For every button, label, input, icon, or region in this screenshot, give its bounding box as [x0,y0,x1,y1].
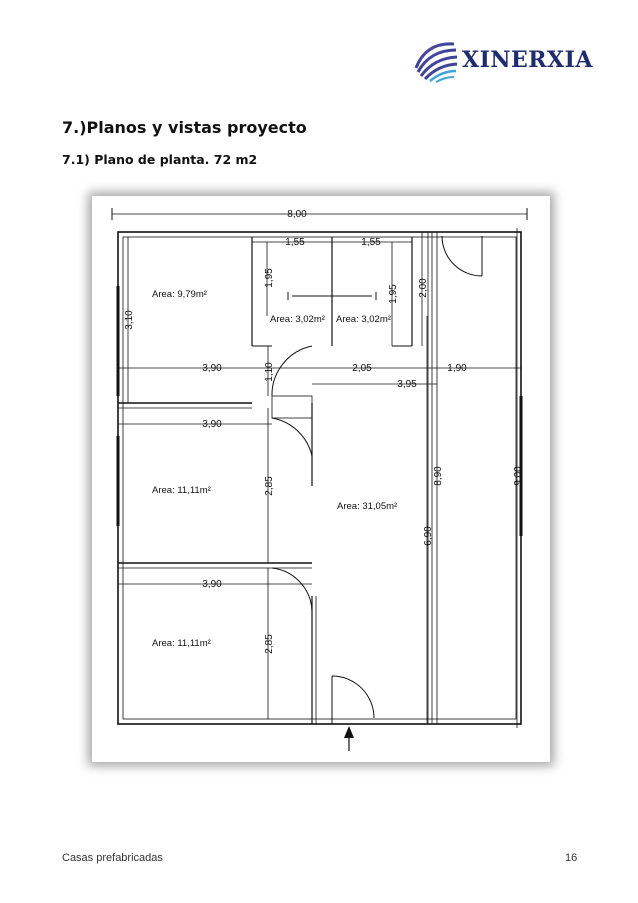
dim-room1-height: 3,10 [124,310,135,330]
section-subtitle: 7.1) Plano de planta. 72 m2 [62,152,258,167]
logo-fan-icon [414,42,458,83]
dim-bath-width-right: 1,55 [361,237,381,248]
dim-span-395: 3,95 [397,379,417,390]
floor-plan: 8,00 1,55 1,55 3,90 2,05 1,90 3,95 3,90 … [111,208,528,751]
dim-bath-width-left: 1,55 [285,237,305,248]
area-room2: Area: 11,11m² [152,485,211,496]
dim-height-690: 6,90 [423,526,434,546]
dim-total-width: 8,00 [287,209,307,220]
area-room1: Area: 9,79m² [152,289,207,300]
dim-hall-height: 1,10 [264,362,275,382]
page-number: 16 [565,852,578,864]
xinerxia-logo: XINERXIA [412,38,602,84]
dim-span-205: 2,05 [352,363,372,374]
area-bath1: Area: 3,02m² [270,314,325,325]
entrance-arrow-icon [344,726,354,738]
dim-room3-height: 2,85 [264,634,275,654]
area-bath2: Area: 3,02m² [336,314,391,325]
dim-bath-height-right: 1,95 [388,284,399,304]
area-room3: Area: 11,11m² [152,638,211,649]
dim-room2-width: 3,90 [202,419,222,430]
dim-span-190: 1,90 [447,363,467,374]
dim-corridor-height: 2,00 [418,278,429,298]
dim-room3-width: 3,90 [202,579,222,590]
area-living: Area: 31,05m² [337,501,397,512]
dim-height-890: 8,90 [433,466,444,486]
logo-text: XINERXIA [462,47,593,73]
dim-room1-width: 3,90 [202,363,222,374]
dim-total-height: 9,00 [513,466,524,486]
floor-plan-frame [92,196,550,762]
section-title: 7.)Planos y vistas proyecto [62,118,307,137]
footer-title: Casas prefabricadas [62,852,163,864]
dim-bath-height-left: 1,95 [264,268,275,288]
dim-room2-height: 2,85 [264,476,275,496]
